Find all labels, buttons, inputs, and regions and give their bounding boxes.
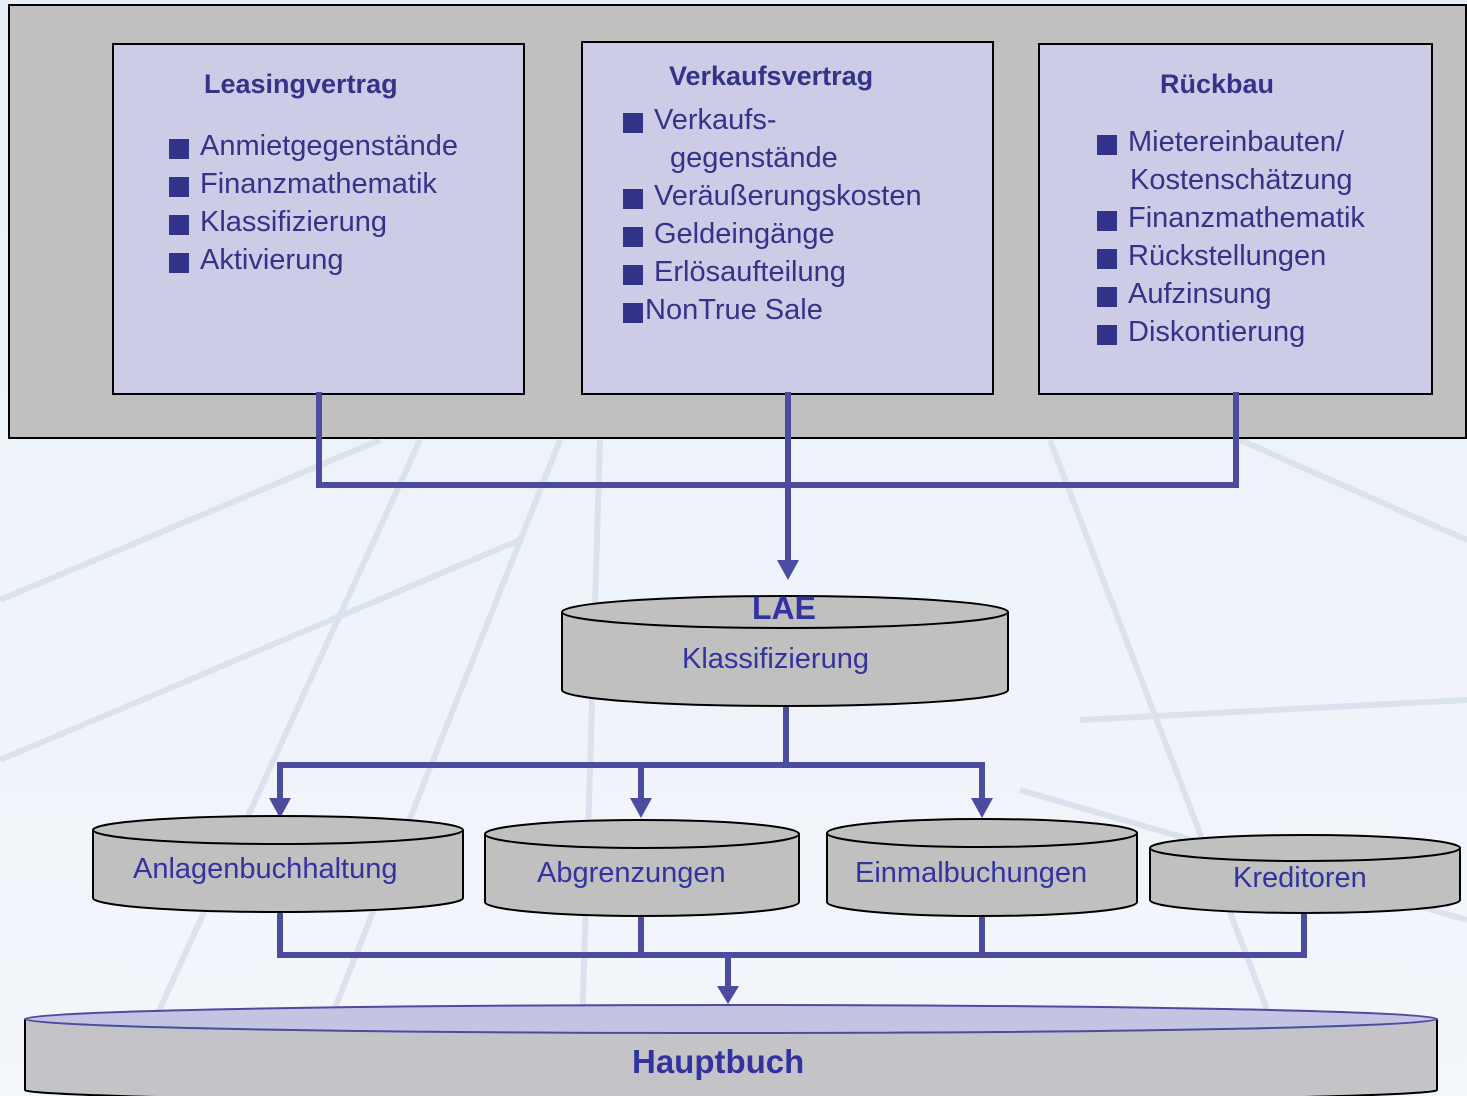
rueckbau-item: Aufzinsung <box>1128 278 1272 310</box>
rueckbau-item: Mietereinbauten/ <box>1128 126 1345 158</box>
kreditoren-label: Kreditoren <box>1233 862 1367 894</box>
verkauf-item: Veräußerungskosten <box>654 180 922 212</box>
arrowhead-icon <box>717 986 739 1004</box>
bullet-icon <box>623 227 643 247</box>
bullet-icon <box>623 265 643 285</box>
bullet-icon <box>169 215 189 235</box>
bullet-icon <box>169 177 189 197</box>
lae-title: LAE <box>752 590 816 626</box>
einmalbuchungen-label: Einmalbuchungen <box>855 857 1088 889</box>
bullet-icon <box>1097 287 1117 307</box>
leasing-item: Anmietgegenstände <box>200 130 458 162</box>
rueckbau-item: Rückstellungen <box>1128 240 1327 272</box>
arrowhead-icon <box>269 798 291 818</box>
arrowhead-icon <box>630 798 652 818</box>
bullet-icon <box>169 139 189 159</box>
arrowhead-icon <box>971 798 993 818</box>
abgrenzungen-database <box>484 819 800 917</box>
hauptbuch-label: Hauptbuch <box>632 1043 805 1080</box>
rueckbau-box: Rückbau Mietereinbauten/ Kostenschätzung… <box>1038 43 1433 395</box>
verkaufsvertrag-box: Verkaufsvertrag Verkaufs- gegenstände Ve… <box>581 41 994 395</box>
verkauf-item: Geldeingänge <box>654 218 835 250</box>
leasingvertrag-title: Leasingvertrag <box>204 69 398 99</box>
lae-database <box>561 595 1009 707</box>
bullet-icon <box>1097 249 1117 269</box>
arrowhead-icon <box>777 560 799 580</box>
rueckbau-title: Rückbau <box>1160 69 1275 99</box>
bullet-icon <box>623 303 643 323</box>
connector-bottom-right <box>638 909 1307 958</box>
kreditoren-database <box>1149 834 1461 914</box>
lae-subtitle: Klassifizierung <box>682 643 869 675</box>
connector-bottom-left <box>277 909 644 958</box>
leasing-item: Finanzmathematik <box>200 168 437 200</box>
anlagenbuchhaltung-label: Anlagenbuchhaltung <box>133 853 398 885</box>
rueckbau-item: Finanzmathematik <box>1128 202 1365 234</box>
leasing-item: Aktivierung <box>200 244 344 276</box>
einmalbuchungen-database <box>826 818 1138 917</box>
leasing-item: Klassifizierung <box>200 206 387 238</box>
bullet-icon <box>1097 135 1117 155</box>
verkauf-item: NonTrue Sale <box>645 294 823 326</box>
verkaufsvertrag-title: Verkaufsvertrag <box>669 61 874 91</box>
rueckbau-item: Diskontierung <box>1128 316 1306 348</box>
bullet-icon <box>623 113 643 133</box>
verkauf-item: Erlösaufteilung <box>654 256 846 288</box>
bullet-icon <box>1097 211 1117 231</box>
verkauf-item: gegenstände <box>670 142 838 174</box>
rueckbau-item: Kostenschätzung <box>1130 164 1353 196</box>
verkauf-item: Verkaufs- <box>654 104 777 136</box>
leasingvertrag-box: Leasingvertrag Anmietgegenstände Finanzm… <box>112 43 525 395</box>
bullet-icon <box>623 189 643 209</box>
anlagenbuchhaltung-database <box>92 815 464 913</box>
connector-leasing <box>316 392 1239 488</box>
abgrenzungen-label: Abgrenzungen <box>537 857 726 889</box>
bullet-icon <box>1097 325 1117 345</box>
bullet-icon <box>169 253 189 273</box>
